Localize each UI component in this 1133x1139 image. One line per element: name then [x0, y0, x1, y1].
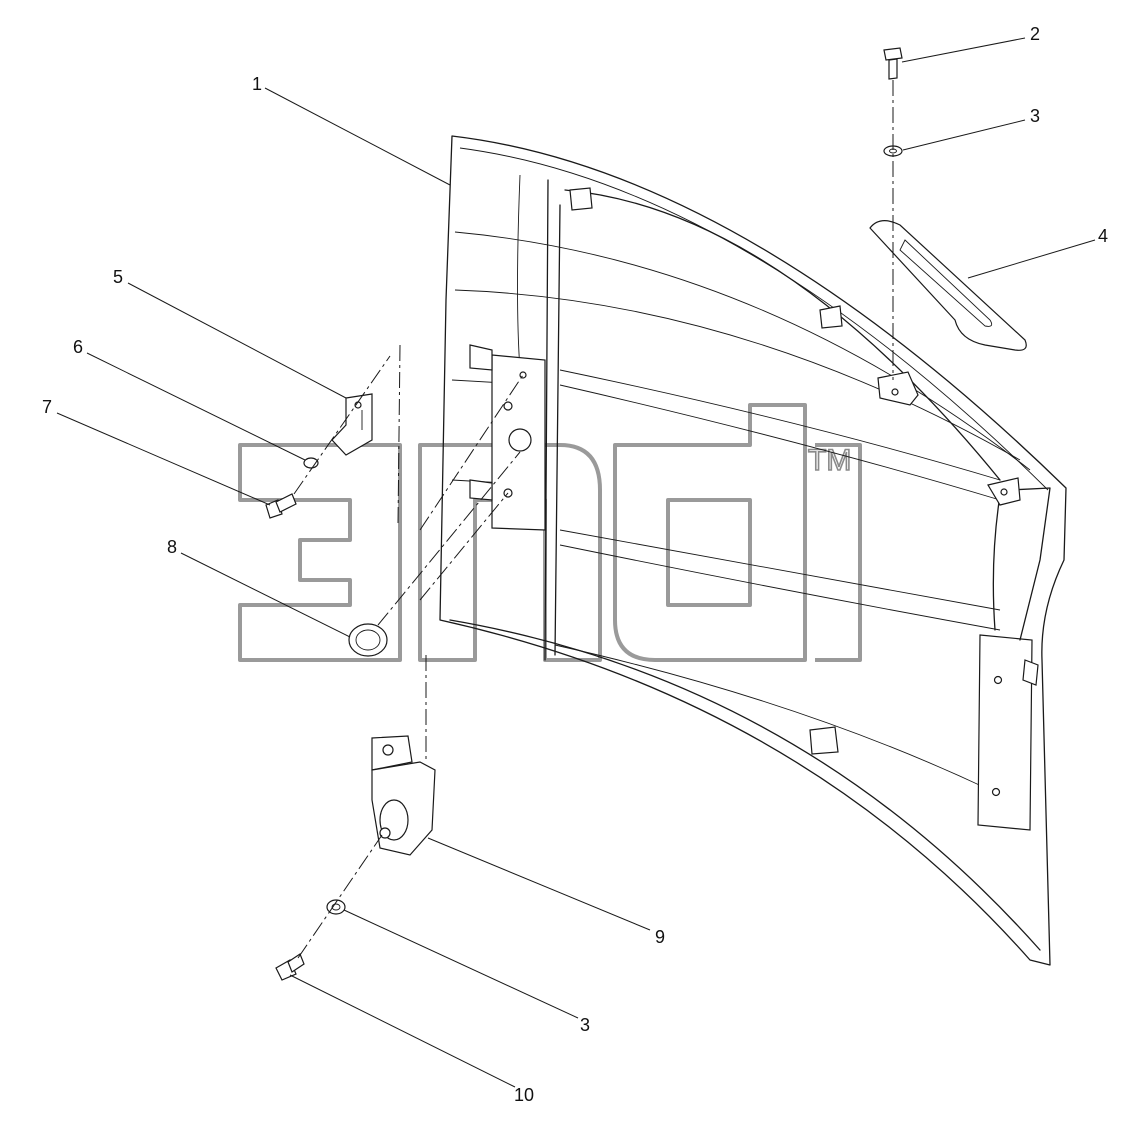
label-part-8: 8 [167, 537, 177, 557]
leader-lines [56, 37, 1096, 1088]
bolt-part-7 [265, 493, 297, 519]
trademark-text: TM [808, 444, 851, 477]
label-part-3-top: 3 [1030, 106, 1040, 126]
hood-panel [439, 135, 1067, 966]
plug-part-8 [348, 623, 388, 657]
label-part-3-bottom: 3 [580, 1015, 590, 1035]
strap-part-4 [869, 220, 1027, 351]
hinge-part-9 [371, 735, 436, 856]
label-part-6: 6 [73, 337, 83, 357]
label-part-4: 4 [1098, 226, 1108, 246]
label-part-10: 10 [514, 1085, 534, 1105]
label-part-9: 9 [655, 927, 665, 947]
part-number-labels: 1 2 3 4 5 6 7 8 9 3 10 [42, 24, 1108, 1105]
label-part-1: 1 [252, 74, 262, 94]
bolt-part-10 [275, 953, 305, 981]
washer-part-3-bottom [326, 899, 346, 915]
washer-part-6 [303, 457, 319, 469]
watermark-logo: TM [238, 403, 862, 662]
label-part-2: 2 [1030, 24, 1040, 44]
assembly-centerlines [293, 80, 894, 959]
label-part-5: 5 [113, 267, 123, 287]
bracket-part-5 [331, 393, 373, 456]
label-part-7: 7 [42, 397, 52, 417]
bolt-part-2 [883, 47, 903, 80]
